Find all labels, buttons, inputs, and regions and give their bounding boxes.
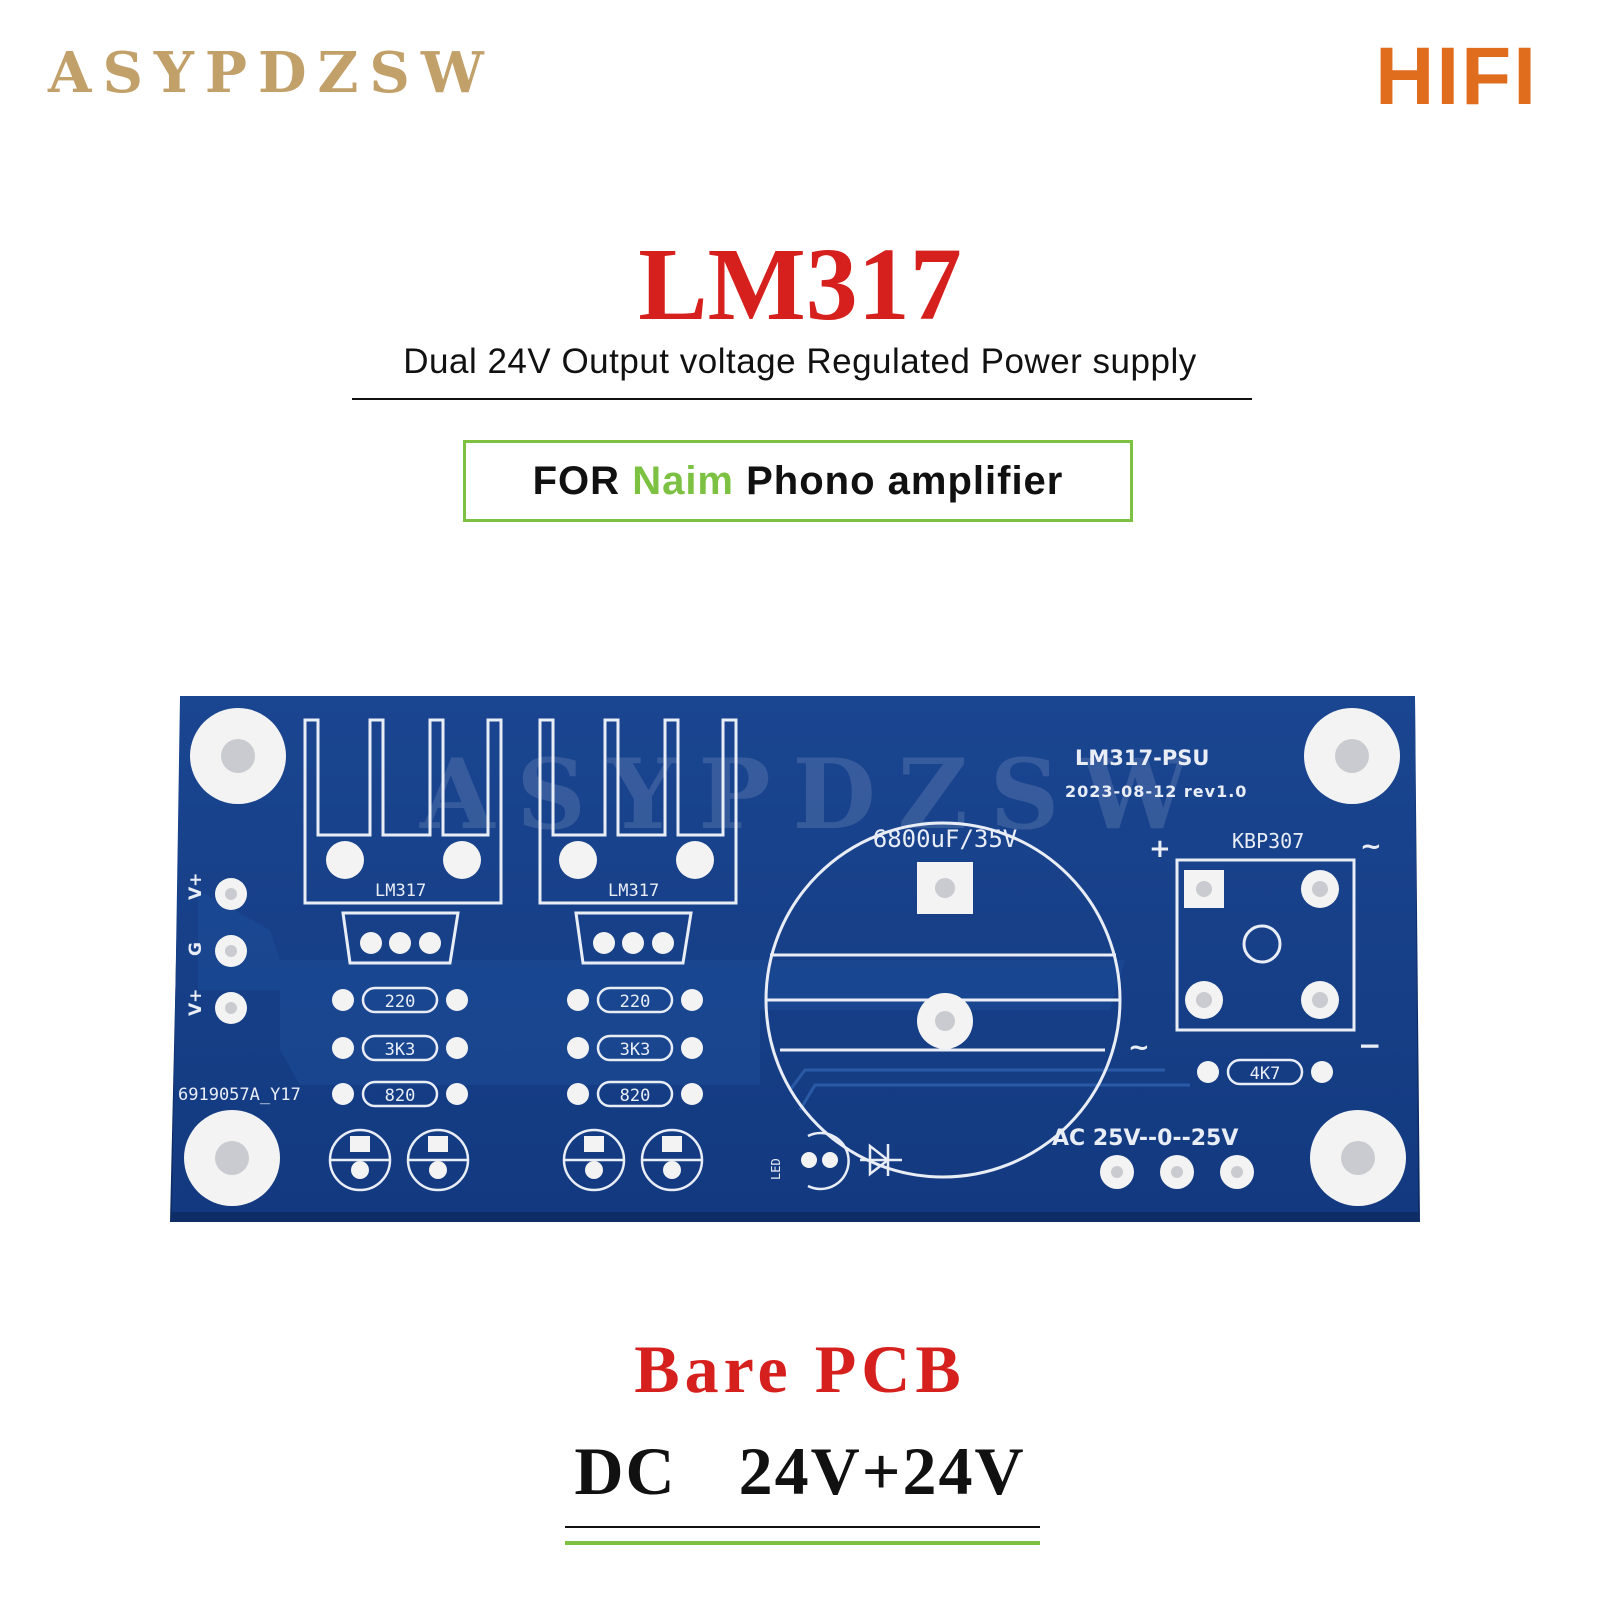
heatsink-hole [443, 841, 481, 879]
resistor-3k3-right: 3K3 [567, 1034, 703, 1062]
resistor-3k3-left: 3K3 [332, 1034, 468, 1062]
output-pin-vplus-1: V+ [186, 873, 247, 910]
for-application-box: FOR Naim Phono amplifier [463, 440, 1133, 522]
svg-text:V+: V+ [186, 989, 206, 1016]
pcb-serial: 6919057A_Y17 [178, 1085, 301, 1105]
cap-footprint-1 [328, 1128, 392, 1192]
for-suffix: Phono amplifier [746, 459, 1064, 503]
board-revision: 2023-08-12 rev1.0 [1065, 782, 1247, 801]
capacitor-label: 6800uF/35V [873, 825, 1018, 853]
for-brand: Naim [632, 459, 734, 503]
voltage-underline [565, 1526, 1040, 1528]
resistor-220-left: 220 [332, 986, 468, 1014]
cap-footprint-2 [406, 1128, 470, 1192]
mounting-hole-tl [190, 708, 286, 804]
svg-text:3K3: 3K3 [620, 1040, 651, 1060]
svg-text:820: 820 [385, 1086, 416, 1106]
svg-text:820: 820 [620, 1086, 651, 1106]
heatsink-hole [676, 841, 714, 879]
svg-text:V+: V+ [186, 873, 206, 900]
output-pin-vplus-2: V+ [186, 989, 247, 1024]
svg-text:~: ~ [1128, 1033, 1150, 1063]
svg-text:−: − [1358, 1029, 1381, 1062]
brand-logo: ASYPDZSW [48, 40, 495, 106]
mounting-hole-tr [1304, 708, 1400, 804]
product-title: LM317 [638, 227, 962, 342]
svg-text:G: G [186, 942, 206, 956]
bridge-rectifier-footprint: KBP307 + ~ ~ − [1128, 829, 1382, 1063]
resistor-820-right: 820 [567, 1080, 703, 1108]
resistor-220-right: 220 [567, 986, 703, 1014]
svg-text:4K7: 4K7 [1250, 1064, 1281, 1084]
to220-footprint-right [574, 911, 693, 965]
board-name: LM317-PSU [1075, 746, 1209, 770]
cap-footprint-4 [640, 1128, 704, 1192]
mounting-hole-br [1310, 1110, 1406, 1206]
product-subtitle: Dual 24V Output voltage Regulated Power … [403, 342, 1197, 381]
heatsink-outline-left [303, 718, 503, 905]
svg-text:220: 220 [385, 992, 416, 1012]
heatsink-hole [326, 841, 364, 879]
heatsink-hole [559, 841, 597, 879]
hifi-tag: HIFI [1375, 31, 1538, 122]
pcb-watermark: ASYPDZSW [419, 738, 1211, 851]
regulator-label-left: LM317 [375, 881, 426, 901]
ac-input-terminals [1100, 1155, 1254, 1189]
output-pin-ground: G [186, 935, 247, 967]
voltage-underline-accent [565, 1541, 1040, 1545]
for-prefix: FOR [532, 459, 621, 503]
heatsink-outline-right [538, 718, 738, 905]
svg-text:LED: LED [769, 1158, 783, 1180]
product-type: Bare PCB [634, 1331, 966, 1407]
resistor-4k7: 4K7 [1197, 1058, 1333, 1086]
svg-text:3K3: 3K3 [385, 1040, 416, 1060]
main-capacitor-footprint: 6800uF/35V [764, 821, 1122, 1179]
svg-text:+: + [1149, 834, 1171, 864]
ac-input-label: AC 25V--0--25V [1052, 1126, 1238, 1151]
output-voltage: DC 24V+24V [574, 1433, 1026, 1509]
resistor-820-left: 820 [332, 1080, 468, 1108]
subtitle-underline [352, 398, 1252, 400]
svg-text:KBP307: KBP307 [1232, 829, 1304, 853]
svg-text:220: 220 [620, 992, 651, 1012]
svg-text:~: ~ [1360, 832, 1382, 862]
to220-footprint-left [341, 911, 460, 965]
regulator-label-right: LM317 [608, 881, 659, 901]
mounting-hole-bl [184, 1110, 280, 1206]
led-footprint: LED [769, 1131, 850, 1191]
cap-footprint-3 [562, 1128, 626, 1192]
